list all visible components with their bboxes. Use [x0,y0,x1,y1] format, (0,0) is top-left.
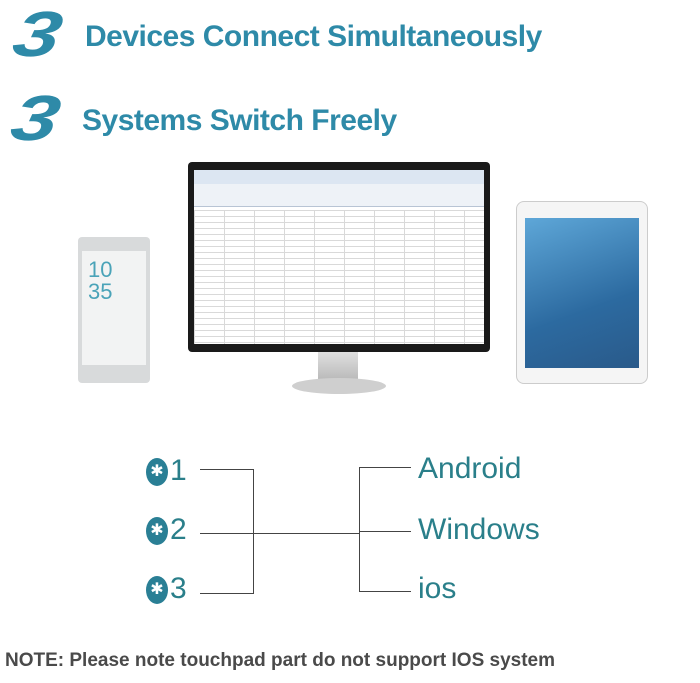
bluetooth-icon: ✱ [146,458,168,486]
channel-1-label: 1 [170,454,187,487]
connector-line [359,467,411,468]
connector-line [253,469,254,594]
phone-time-hours: 10 [88,257,113,282]
system-ios: ios [418,572,457,605]
heading-number-1: 3 [7,0,69,70]
system-windows: Windows [418,513,540,546]
note-text: NOTE: Please note touchpad part do not s… [5,650,556,671]
monitor-image [188,162,490,352]
channel-2-label: 2 [170,513,187,546]
phone-time-minutes: 35 [88,279,113,304]
bluetooth-icon: ✱ [146,517,168,545]
heading-devices: Devices Connect Simultaneously [85,20,542,53]
system-android: Android [418,452,522,485]
bluetooth-icon: ✱ [146,576,168,604]
channel-3-label: 3 [170,572,187,605]
connector-line [200,469,254,470]
connector-line [359,591,411,592]
phone-image: 10 35 [78,237,150,383]
monitor-base [292,378,386,394]
heading-number-2: 3 [5,82,67,154]
connector-line [200,533,360,534]
connector-line [359,531,411,532]
connector-line [200,593,254,594]
connector-line [359,467,360,592]
monitor-stand [318,352,358,380]
heading-systems: Systems Switch Freely [82,104,397,137]
tablet-image [516,201,648,384]
